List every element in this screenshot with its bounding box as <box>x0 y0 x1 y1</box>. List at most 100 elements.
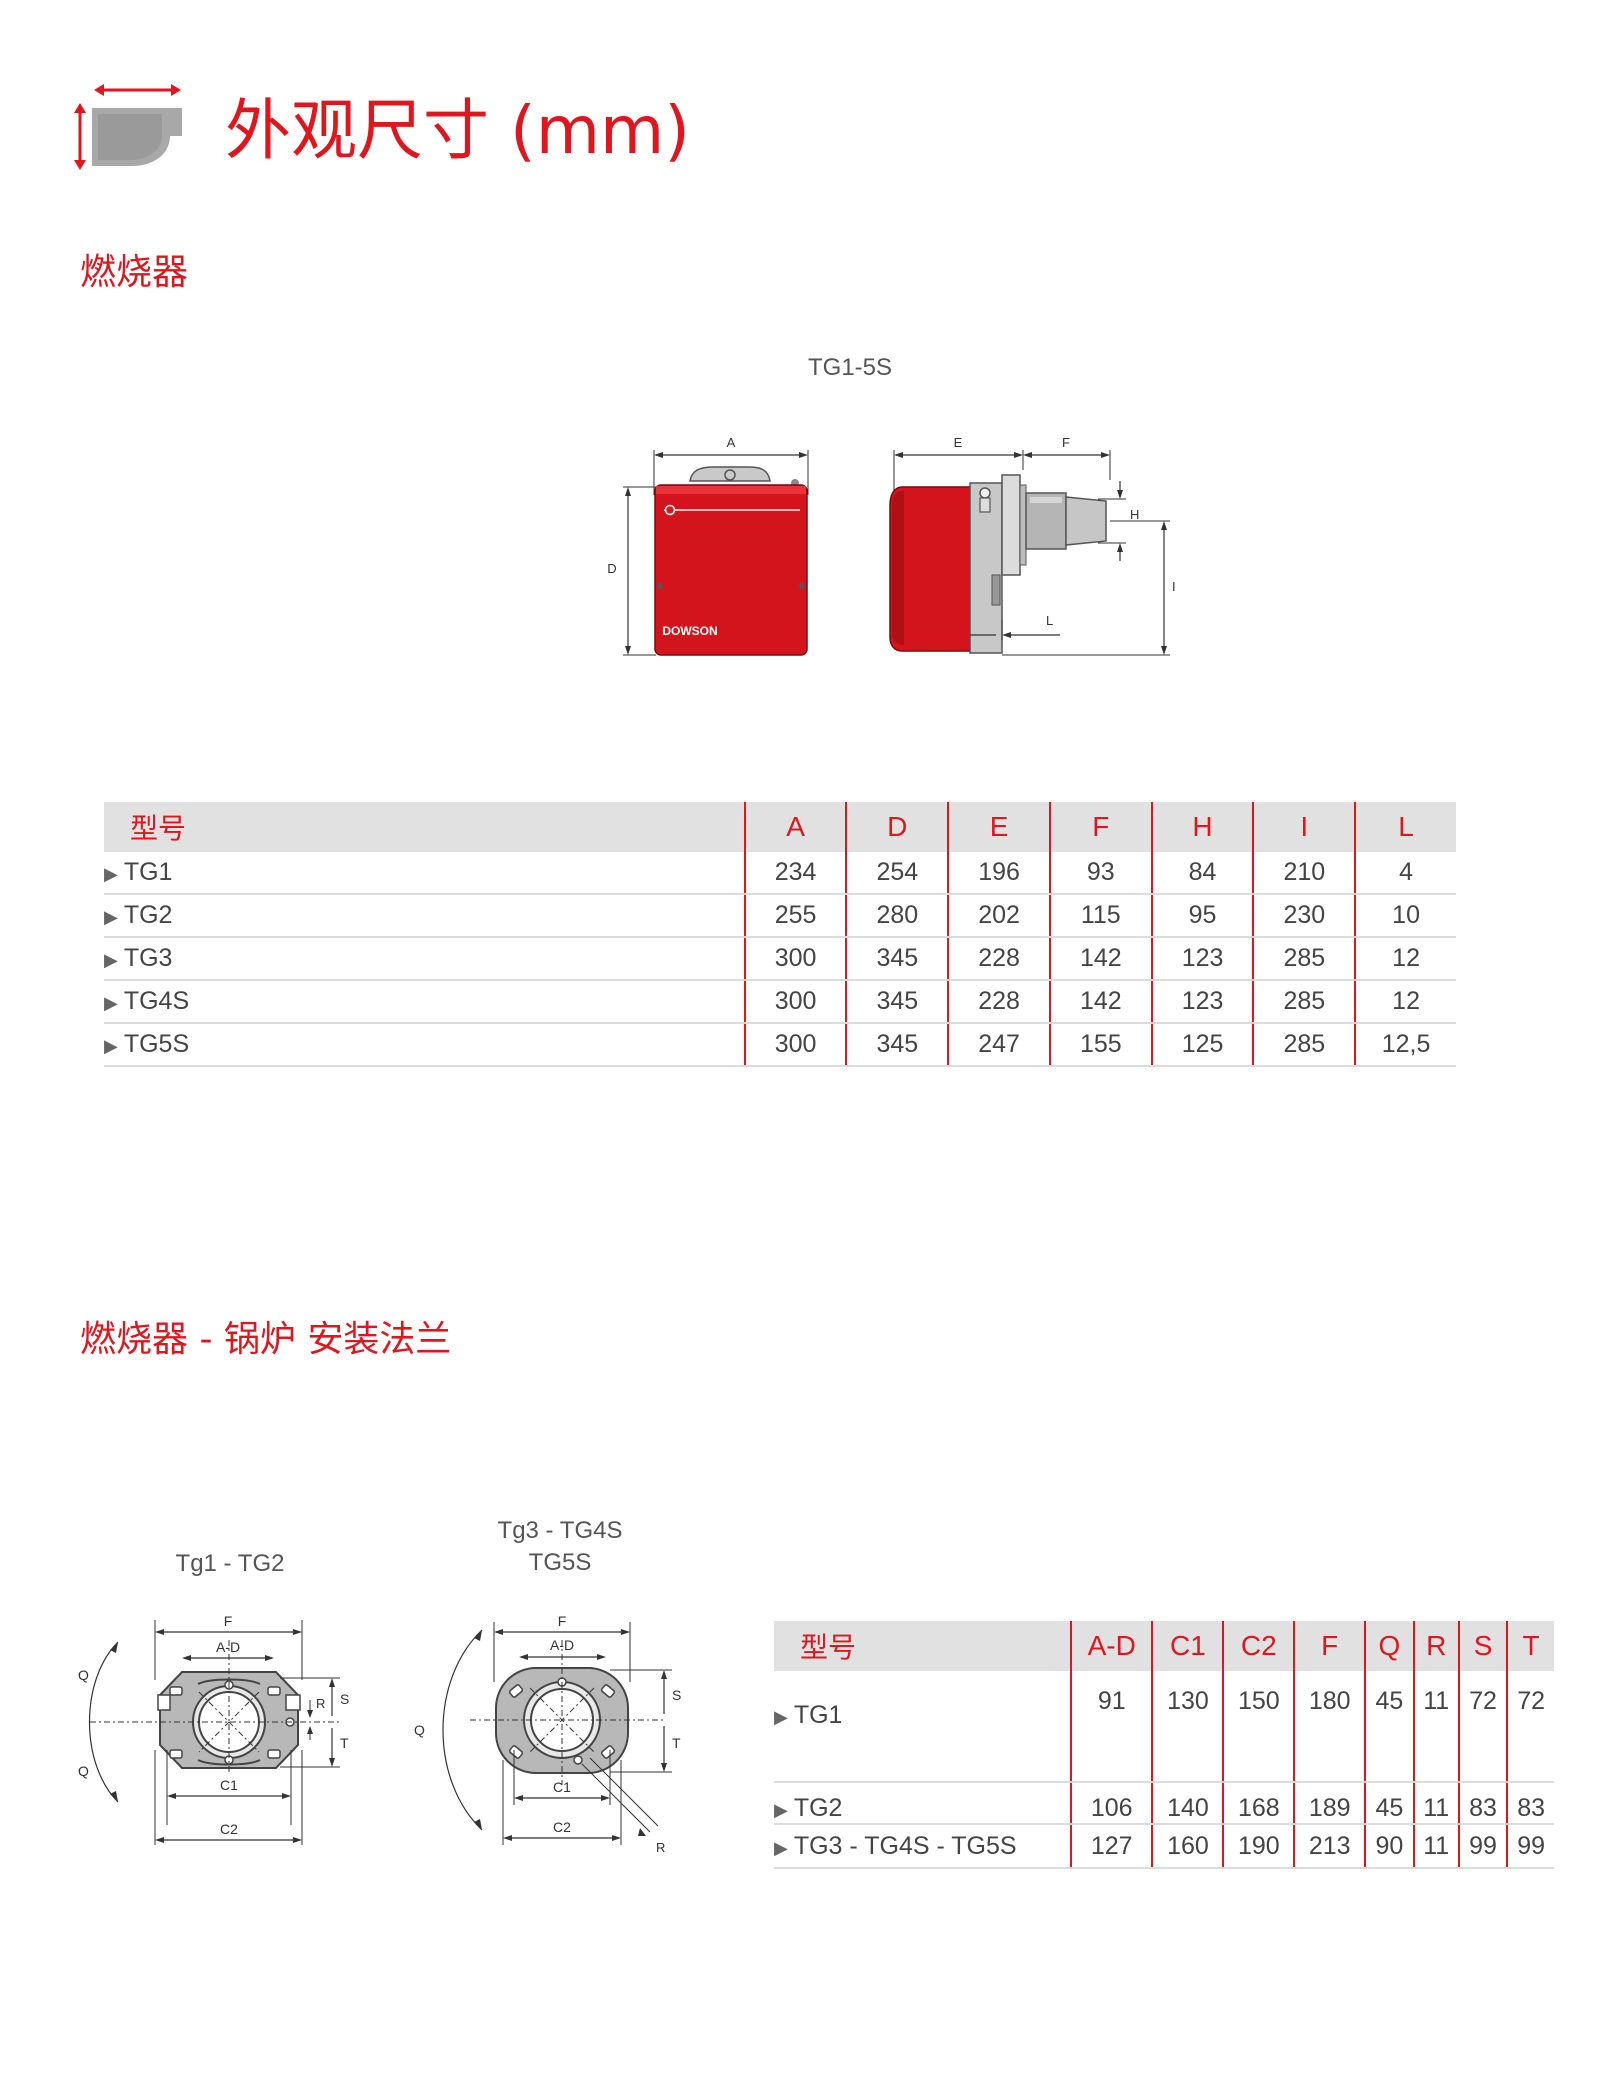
dim-label-q: Q <box>78 1763 89 1779</box>
dim-label-c1: C1 <box>553 1779 571 1795</box>
dimension-table-header: 型号 A D E F H I L <box>104 802 1456 852</box>
dim-label-q: Q <box>78 1667 89 1683</box>
cell-value: 125 <box>1150 1023 1254 1067</box>
burner-drawing-caption: TG1-5S <box>807 354 893 381</box>
cell-value: 300 <box>743 937 847 981</box>
cell-value: 234 <box>743 852 847 895</box>
cell-value: 99 <box>1506 1824 1554 1869</box>
bullet-triangle-icon: ▶ <box>104 993 118 1013</box>
cell-value: 123 <box>1150 980 1254 1024</box>
cell-value: 228 <box>947 937 1050 981</box>
cell-value: 190 <box>1222 1824 1295 1869</box>
bullet-triangle-icon: ▶ <box>774 1707 788 1727</box>
cell-value: 180 <box>1293 1671 1366 1783</box>
header-model: 型号 <box>104 802 745 852</box>
table-row: ▶TG2 106 140 168 189 45 11 83 83 <box>774 1782 1554 1825</box>
cell-value: 150 <box>1222 1671 1295 1783</box>
bullet-triangle-icon: ▶ <box>104 950 118 970</box>
cell-value: 230 <box>1252 894 1356 938</box>
cell-value: 254 <box>845 852 949 895</box>
cell-value: 106 <box>1069 1782 1153 1825</box>
dim-label-c2: C2 <box>553 1819 571 1835</box>
cell-value: 99 <box>1457 1824 1508 1869</box>
table-row: ▶TG4S 300 345 228 142 123 285 12 <box>104 980 1456 1024</box>
cell-value: 142 <box>1048 937 1152 981</box>
cell-value: 90 <box>1364 1824 1414 1869</box>
cell-value: 11 <box>1412 1782 1459 1825</box>
dim-label-a: A <box>727 435 736 450</box>
dim-label-e: E <box>954 435 963 450</box>
model-name: TG3 - TG4S - TG5S <box>793 1831 1017 1860</box>
dim-label-i: I <box>1172 579 1176 594</box>
cell-value: 123 <box>1150 937 1254 981</box>
dim-label-t: T <box>672 1735 681 1751</box>
cell-value: 72 <box>1506 1671 1554 1783</box>
cell-value: 95 <box>1150 894 1254 938</box>
cell-value: 155 <box>1048 1023 1152 1067</box>
cell-value: 11 <box>1412 1671 1459 1783</box>
header-a: A <box>743 802 847 852</box>
dim-label-c2: C2 <box>220 1821 238 1837</box>
cell-value: 45 <box>1364 1782 1414 1825</box>
cell-value: 142 <box>1048 980 1152 1024</box>
cell-value: 285 <box>1252 980 1356 1024</box>
cell-value: 228 <box>947 980 1050 1024</box>
flange-caption-tg3-line2: TG5S <box>528 1549 592 1576</box>
header-e: E <box>947 802 1050 852</box>
dim-label-q: Q <box>414 1722 425 1738</box>
dim-label-f: F <box>224 1613 233 1629</box>
dim-label-d: D <box>607 561 616 576</box>
flange-table-header: 型号 A-D C1 C2 F Q R S T <box>774 1621 1554 1671</box>
cell-value: 345 <box>845 1023 949 1067</box>
burner-front-view: A D DOWSON <box>607 435 809 656</box>
cell-value: 202 <box>947 894 1050 938</box>
flange-caption-tg1-tg2: Tg1 - TG2 <box>175 1550 285 1577</box>
cell-value: 72 <box>1457 1671 1508 1783</box>
dim-label-t: T <box>340 1735 349 1751</box>
dim-label-r: R <box>316 1696 325 1711</box>
table-row: ▶TG2 255 280 202 115 95 230 10 <box>104 894 1456 938</box>
header-i: I <box>1252 802 1356 852</box>
cell-value: 280 <box>845 894 949 938</box>
section-title-flange: 燃烧器 - 锅炉 安装法兰 <box>80 1319 452 1360</box>
bullet-triangle-icon: ▶ <box>774 1837 788 1858</box>
section-title-burner: 燃烧器 <box>80 252 189 293</box>
dimension-table: 型号 A D E F H I L ▶TG1 234 254 196 93 84 … <box>104 802 1456 1067</box>
header-c1: C1 <box>1151 1621 1224 1671</box>
model-name: TG3 <box>123 944 173 972</box>
bullet-triangle-icon: ▶ <box>104 907 118 927</box>
header-f: F <box>1293 1621 1366 1671</box>
header-d: D <box>845 802 949 852</box>
dim-label-ad: A-D <box>216 1639 240 1655</box>
dim-label-c1: C1 <box>220 1777 238 1793</box>
header-f: F <box>1048 802 1152 852</box>
cell-value: 91 <box>1069 1671 1153 1783</box>
model-name: TG4S <box>123 987 190 1015</box>
cell-value: 247 <box>947 1023 1050 1067</box>
cell-value: 4 <box>1354 852 1456 895</box>
cell-value: 84 <box>1150 852 1254 895</box>
cell-value: 115 <box>1048 894 1152 938</box>
cell-value: 12 <box>1354 937 1456 981</box>
table-row: ▶TG3 300 345 228 142 123 285 12 <box>104 937 1456 981</box>
cell-value: 93 <box>1048 852 1152 895</box>
flange-drawing-tg1-tg2: F A-D Q Q S T R C1 <box>78 1613 349 1845</box>
table-row: ▶TG1 234 254 196 93 84 210 4 <box>104 852 1456 895</box>
cell-value: 11 <box>1412 1824 1459 1869</box>
header-r: R <box>1412 1621 1459 1671</box>
cell-value: 189 <box>1293 1782 1366 1825</box>
table-row: ▶TG3 - TG4S - TG5S 127 160 190 213 90 11… <box>774 1824 1554 1869</box>
burner-drawing: A D DOWSON E F <box>607 435 1176 656</box>
flange-caption-tg3-line1: Tg3 - TG4S <box>497 1517 623 1544</box>
bullet-triangle-icon: ▶ <box>104 1036 118 1056</box>
cell-value: 127 <box>1069 1824 1153 1869</box>
header-s: S <box>1457 1621 1508 1671</box>
cell-value: 140 <box>1151 1782 1224 1825</box>
dim-label-s: S <box>340 1691 349 1707</box>
cell-value: 12 <box>1354 980 1456 1024</box>
cell-value: 130 <box>1151 1671 1224 1783</box>
cell-value: 12,5 <box>1354 1023 1456 1067</box>
page-title: 外观尺寸 (mm) <box>225 92 691 169</box>
cell-value: 83 <box>1457 1782 1508 1825</box>
cell-value: 285 <box>1252 1023 1356 1067</box>
